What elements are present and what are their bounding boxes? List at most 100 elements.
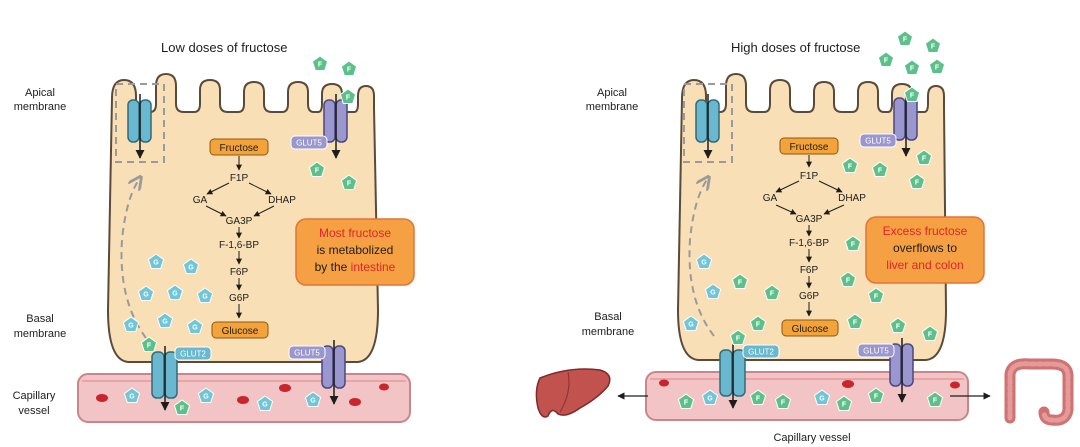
fructose-molecule-label: F <box>910 66 915 73</box>
glut5-apical-transporter <box>893 92 918 157</box>
glucose-box <box>781 319 839 337</box>
glucose-molecule-icon: G <box>701 389 719 405</box>
fructose-molecule-label: F <box>347 67 352 74</box>
fructose-molecule-label: F <box>756 396 761 403</box>
low-dose-callout <box>295 218 415 286</box>
glucose-molecule-icon: G <box>813 389 831 405</box>
fructose-molecule-icon: F <box>340 174 358 190</box>
fructose-molecule-label: F <box>842 402 847 409</box>
fructose-molecule-icon: F <box>924 37 942 53</box>
rbc-icon <box>842 380 854 388</box>
callout-line3: by the intestine <box>315 260 396 274</box>
metabolite-f16bp: F-1,6-BP <box>789 238 829 249</box>
fructose-molecule-label: F <box>915 180 920 187</box>
glut5-apical-label: GLUT5 <box>865 137 891 146</box>
fructose-molecule-label: F <box>922 156 927 163</box>
metabolite-ga3p: GA3P <box>226 216 253 227</box>
glut5-apical-transporter <box>323 94 348 159</box>
glucose-molecule-label: G <box>262 402 268 409</box>
fructose-molecule-label: F <box>781 400 786 407</box>
metabolite-g6p: G6P <box>799 291 819 302</box>
callout-line1: Most fructose <box>319 226 391 240</box>
glut2-basal-label: GLUT2 <box>180 350 206 359</box>
glucose-molecule-label: G <box>203 394 209 401</box>
glut5-apical-tag <box>859 133 897 148</box>
glucose-molecule-icon: G <box>122 316 140 332</box>
callout-line1: Excess fructose <box>883 224 968 238</box>
metabolite-f6p: F6P <box>230 267 249 278</box>
glut5-basal-tag <box>857 343 895 358</box>
fructose-molecule-icon: F <box>908 173 926 189</box>
glucose-molecule-icon: G <box>156 312 174 328</box>
glucose-molecule-icon: G <box>682 315 700 331</box>
glucose-molecule-label: G <box>192 325 198 332</box>
glucose-box <box>211 321 269 339</box>
fructose-molecule-label: F <box>736 336 741 343</box>
fructose-molecule-label: F <box>874 394 879 401</box>
fructose-molecule-label: F <box>347 181 352 188</box>
fructose-molecule-icon: F <box>763 284 781 300</box>
fructose-molecule-icon: F <box>340 60 358 76</box>
apical-membrane-label-line2: membrane <box>14 101 67 113</box>
fructose-molecule-label: F <box>896 324 901 331</box>
fructose-molecule-icon: F <box>921 325 939 341</box>
basal-membrane-label-line1: Basal <box>594 311 622 323</box>
glucose-molecule-icon: G <box>123 387 141 403</box>
recycling-arrow <box>688 178 715 337</box>
arrow-ga-ga3p <box>775 204 797 215</box>
arrow-dhap-ga3p <box>823 204 845 215</box>
glucose-molecule-icon: G <box>137 285 155 301</box>
fructose-box <box>209 138 269 156</box>
fructose-molecule-icon: F <box>896 30 914 46</box>
rbc-icon <box>659 379 669 387</box>
apical-membrane-label-line2: membrane <box>586 101 639 113</box>
right-panel: High doses of fructose Apical membrane B… <box>535 40 1074 444</box>
basal-membrane-label-line2: membrane <box>14 328 67 340</box>
capillary-vessel-label-line2: vessel <box>18 405 49 417</box>
fructose-molecule-label: F <box>770 291 775 298</box>
fructose-molecule-icon: F <box>749 389 767 405</box>
glucose-molecule-label: G <box>202 294 208 301</box>
arrow-f1p-dhap <box>818 180 843 193</box>
fructose-molecule-label: F <box>318 62 323 69</box>
fructose-molecule-icon: F <box>877 51 895 67</box>
fructose-box <box>779 137 839 155</box>
rbc-icon <box>96 394 108 402</box>
fructose-molecule-label: F <box>933 398 938 405</box>
fructose-molecule-label: F <box>346 95 351 102</box>
glucose-molecule-label: G <box>188 265 194 272</box>
glucose-molecule-label: G <box>143 292 149 299</box>
fructose-molecule-label: F <box>848 164 853 171</box>
glucose-molecule-label: G <box>819 396 825 403</box>
rbc-icon <box>379 383 389 391</box>
metabolite-ga3p: GA3P <box>796 214 823 225</box>
arrow-f1p-dhap <box>248 182 272 195</box>
fructose-molecule-icon: F <box>926 391 944 407</box>
glut5-basal-label: GLUT5 <box>863 347 889 356</box>
arrow-dhap-ga3p <box>253 205 275 217</box>
rbc-icon <box>950 381 960 389</box>
fructose-molecule-icon: F <box>731 273 749 289</box>
glut2-basal-tag <box>742 344 780 359</box>
recycling-arrow <box>120 178 147 339</box>
glucose-molecule-label: G <box>310 398 316 405</box>
callout-line3: liver and colon <box>886 258 963 272</box>
metabolite-f1p: F1P <box>800 171 819 182</box>
rbc-icon <box>237 396 249 404</box>
capillary-vessel-label-line1: Capillary <box>13 390 56 402</box>
fructose-molecule-label: F <box>684 400 689 407</box>
glucose-molecule-label: G <box>162 319 168 326</box>
glucose-molecule-icon: G <box>704 283 722 299</box>
glucose-molecule-label: G <box>129 394 135 401</box>
glut5-apical-label: GLUT5 <box>296 139 322 148</box>
fructose-molecule-icon: F <box>749 315 767 331</box>
fructose-molecule-label: F <box>928 332 933 339</box>
fructose-molecule-icon: F <box>841 157 859 173</box>
fructose-molecule-icon: F <box>835 395 853 411</box>
left-panel-title: Low doses of fructose <box>161 40 287 55</box>
glucose-molecule-icon: G <box>695 253 713 269</box>
glut5-basal-transporter <box>321 340 346 405</box>
fructose-molecule-icon: F <box>339 88 357 104</box>
